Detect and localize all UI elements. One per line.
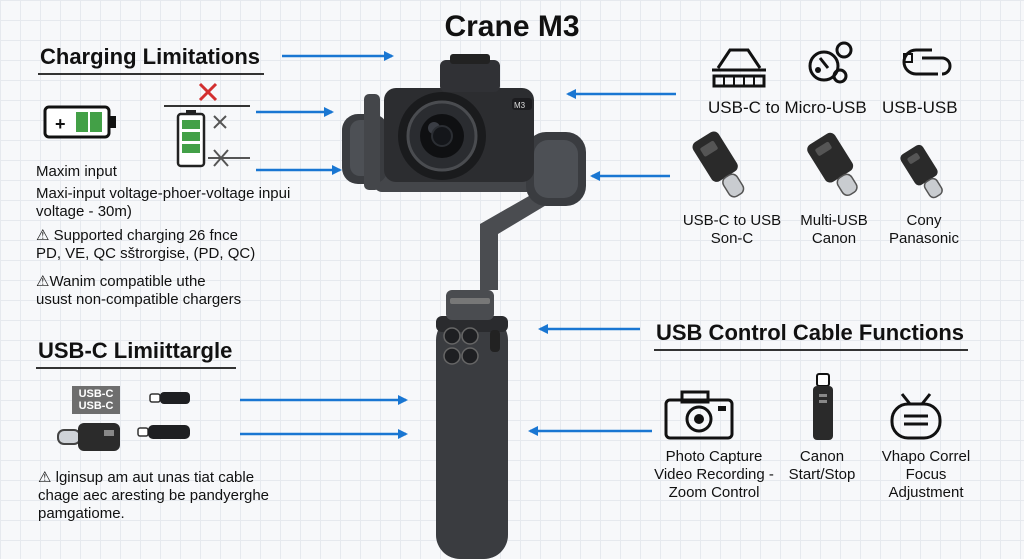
- gimbal-handle: [436, 316, 508, 559]
- usbc-tag: USB-C USB-C: [72, 386, 120, 414]
- cable-mid-2-line2: Canon: [811, 230, 857, 247]
- cable-label-usb-usb: USB-USB: [882, 98, 958, 117]
- svg-text:+: +: [55, 114, 66, 134]
- charging-line-5: PD, VE, QC sštrorgise, (PD, QC): [36, 245, 256, 262]
- adapter-icon: [808, 41, 853, 84]
- charging-line-1: Maxim input: [36, 163, 117, 180]
- camera-icon: [664, 390, 734, 440]
- handle-button-3[interactable]: [443, 347, 461, 365]
- control-item-1-line2: Video Recording -: [654, 466, 774, 483]
- usbc-tag-line-2: USB-C: [78, 400, 114, 412]
- cable-mid-1-line1: USB-C to USB: [682, 212, 782, 229]
- usbc-tag-line-1: USB-C: [78, 388, 114, 400]
- cable-label-micro-usb: USB-C to Micro-USB: [708, 98, 867, 117]
- charging-line-6: ⚠Wanim compatible uthe: [36, 273, 206, 290]
- handle-joystick[interactable]: [490, 330, 500, 352]
- focus-control-icon: [890, 393, 942, 440]
- control-item-1-line1: Photo Capture: [665, 448, 763, 465]
- control-item-3-line1: Vhapo Correl: [881, 448, 971, 465]
- handle-button-1[interactable]: [443, 327, 461, 345]
- control-item-2-line2: Start/Stop: [788, 466, 856, 483]
- usbc-note-3: pamgatiome.: [38, 505, 125, 522]
- cable-mid-1-line2: Son-C: [710, 230, 754, 247]
- usbc-note-1: ⚠ lginsup am aut unas tiat cable: [38, 469, 255, 486]
- page-title: Crane M3: [444, 10, 580, 43]
- cable-mid-2: Multi-USB Canon: [788, 212, 880, 248]
- charging-status-icon: [164, 82, 250, 168]
- charging-line-2: Maxi-input voltage-phoer-voltage inpui: [36, 185, 291, 202]
- control-item-1: Photo Capture Video Recording - Zoom Con…: [652, 448, 776, 502]
- usb-c-connector-icon: [692, 131, 745, 198]
- usbc-cable-1: [149, 392, 190, 404]
- port-icon: [712, 48, 766, 88]
- cable-mid-2-line1: Multi-USB: [800, 212, 868, 229]
- control-item-2: Canon Start/Stop: [772, 448, 872, 484]
- handle-button-2[interactable]: [461, 327, 479, 345]
- usbc-heading: USB-C Limiittargle: [36, 338, 237, 369]
- control-heading: USB Control Cable Functions: [654, 320, 968, 351]
- gimbal-badge: M3: [514, 101, 526, 110]
- cable-mid-1: USB-C to USB Son-C: [672, 212, 792, 248]
- charging-line-7: usust non-compatible chargers: [36, 291, 242, 308]
- proprietary-connector-icon: [900, 144, 943, 199]
- cable-mid-3-line1: Cony: [906, 212, 942, 229]
- handle-button-4[interactable]: [461, 347, 479, 365]
- usbc-adapter-icon: [57, 423, 120, 451]
- cable-mid-3-line2: Panasonic: [888, 230, 960, 247]
- charging-line-3: voltage - 30m): [36, 203, 132, 220]
- charging-heading: Charging Limitations: [38, 44, 264, 75]
- control-item-3-line3: Adjustment: [888, 484, 964, 501]
- charging-line-4: ⚠ Supported charging 26 fnce: [36, 227, 238, 244]
- control-item-2-line1: Canon: [799, 448, 845, 465]
- control-item-3: Vhapo Correl Focus Adjustment: [874, 448, 978, 502]
- usb-plug-icon: [813, 373, 833, 440]
- usbc-note-2: chage aec aresting be pandyerghe: [38, 487, 270, 504]
- cable-loop-icon: [902, 48, 952, 76]
- gimbal-illustration: M3: [342, 54, 586, 559]
- multi-usb-connector-icon: [807, 132, 858, 197]
- usbc-cable-2: [137, 425, 190, 439]
- battery-icon: +: [43, 105, 116, 139]
- cable-mid-3: Cony Panasonic: [878, 212, 970, 248]
- control-item-3-line2: Focus: [905, 466, 947, 483]
- control-item-1-line3: Zoom Control: [668, 484, 760, 501]
